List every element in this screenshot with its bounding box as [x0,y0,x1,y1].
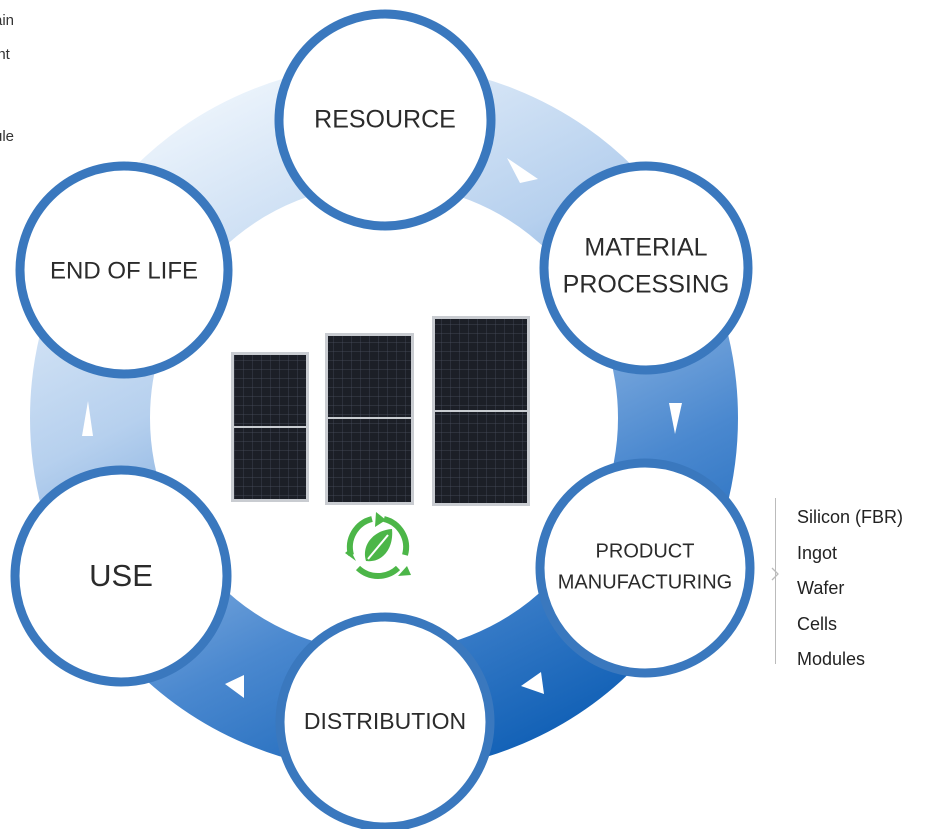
stage-label: USE [89,558,153,593]
stage-use[interactable]: USE [10,465,232,687]
leaf-recycle-icon [345,512,411,579]
stage-end-of-life[interactable]: END OF LIFE [15,161,233,379]
ring-arrows [82,158,682,698]
triangle-arrow-icon [507,158,538,183]
sub-steps-bracket [775,498,776,664]
stage-material-processing[interactable]: MATERIAL PROCESSING [539,161,753,375]
stage-distribution[interactable]: DISTRIBUTION [275,612,495,829]
cut-off-text-2: int [0,46,10,63]
stage-label: RESOURCE [314,106,456,134]
stage-label: END OF LIFE [50,257,198,284]
cut-off-text-1: ain [0,12,15,29]
stage-label-line-1: MATERIAL [584,234,707,262]
triangle-arrow-icon [225,675,244,698]
chevron-right-icon [771,567,779,581]
stage-label: DISTRIBUTION [304,708,466,734]
stage-resource[interactable]: RESOURCE [274,9,496,231]
list-item: Ingot [797,542,838,563]
manufacturing-steps-list: Silicon (FBR) Ingot Wafer Cells Modules [797,500,903,678]
stage-product-manufacturing[interactable]: PRODUCT MANUFACTURING [535,458,755,678]
triangle-arrow-icon [669,403,682,434]
list-item: Silicon (FBR) [797,507,904,527]
stage-label-line-1: PRODUCT [596,540,695,562]
cut-off-text-3: ule [0,128,15,145]
solar-panel-icon [231,316,530,506]
list-item: Cells [797,613,838,634]
triangle-arrow-icon [521,672,544,694]
list-item: Wafer [797,578,845,598]
list-item: Modules [797,649,866,669]
stage-label-line-2: MANUFACTURING [558,571,732,593]
triangle-arrow-icon [82,401,93,436]
stage-label-line-2: PROCESSING [563,271,730,299]
